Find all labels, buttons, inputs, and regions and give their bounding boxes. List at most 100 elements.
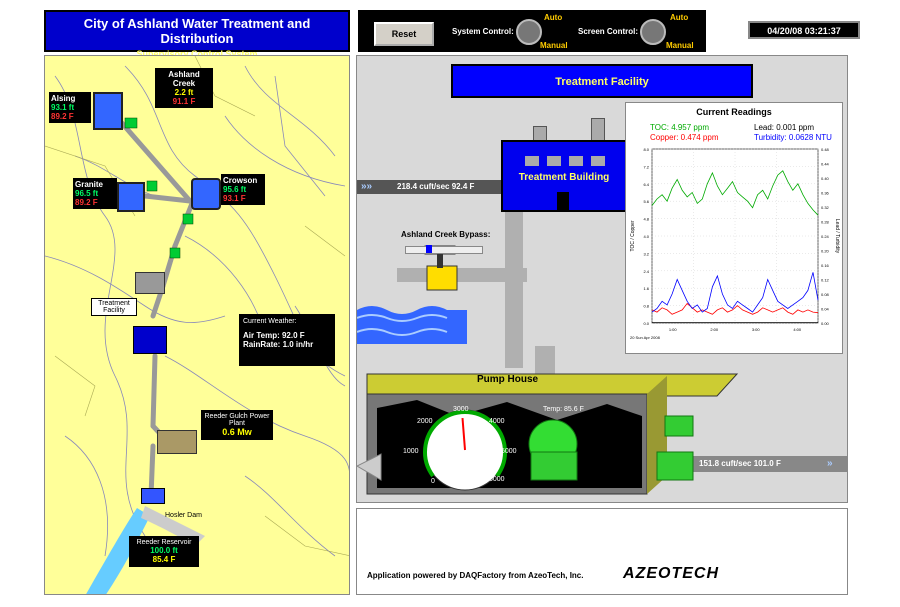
bypass-label: Ashland Creek Bypass: <box>401 230 491 239</box>
left-tick-label: 8.0 <box>643 147 649 152</box>
right-tick-label: 0.20 <box>821 249 830 254</box>
toc-reading: TOC: 4.957 ppm <box>650 123 709 132</box>
right-tick-label: 0.44 <box>821 162 830 167</box>
reset-button[interactable]: Reset <box>374 22 434 46</box>
left-tick-label: 4.8 <box>643 217 649 222</box>
series-line-toc <box>651 170 819 216</box>
left-axis-label: TOC / Copper <box>630 220 636 251</box>
left-tick-label: 3.2 <box>643 251 649 256</box>
gauge-tick: 4000 <box>489 418 505 425</box>
series-line-turbidity <box>651 272 819 313</box>
right-tick-label: 0.32 <box>821 205 830 210</box>
crowson-tank-icon[interactable] <box>191 178 221 210</box>
clock-display: 04/20/08 03:21:37 <box>748 21 860 39</box>
power-plant-name: Reeder Gulch Power Plant <box>204 413 270 427</box>
bypass-slider[interactable] <box>405 245 483 254</box>
inflow-readout: 218.4 cuft/sec 92.4 F <box>397 182 475 191</box>
right-tick-label: 0.08 <box>821 292 830 297</box>
alsing-readout: Alsing 93.1 ft 89.2 F <box>49 92 91 123</box>
left-tick-label: 0.0 <box>643 321 649 326</box>
pump-temp-readout: Temp: 85.6 F <box>543 406 584 413</box>
facility-panel: Treatment Facility <box>356 55 848 503</box>
right-axis-label: Lead / Turbidity <box>834 219 840 254</box>
alsing-tank-icon[interactable] <box>93 92 123 130</box>
gauge-tick: 3000 <box>453 406 469 413</box>
system-control-auto[interactable]: Auto <box>544 13 563 22</box>
left-tick-label: 2.4 <box>643 269 649 274</box>
pump-house-label: Pump House <box>477 374 539 385</box>
readings-chart-panel: Current Readings TOC: 4.957 ppm Lead: 0.… <box>625 102 843 354</box>
gauge-tick: 6000 <box>489 476 505 483</box>
right-tick-label: 0.40 <box>821 176 830 181</box>
weather-title: Current Weather: <box>243 318 297 325</box>
power-plant-readout: Reeder Gulch Power Plant 0.6 Mw <box>201 410 273 440</box>
bypass-slider-thumb[interactable] <box>426 245 432 253</box>
left-tick-label: 6.4 <box>643 182 649 187</box>
gauge-tick: 2000 <box>417 418 433 425</box>
power-plant-icon[interactable] <box>157 430 197 454</box>
dam-gate-icon[interactable] <box>141 488 165 504</box>
building-window-icon <box>591 156 605 166</box>
app-subtitle: Supervisory Control System <box>136 49 258 59</box>
gauge-readout: 2900.0 rpm <box>444 476 486 485</box>
screen-control-manual[interactable]: Manual <box>666 41 694 50</box>
facility-diagram <box>357 180 847 495</box>
reservoir-level: 100.0 ft <box>150 546 178 555</box>
inflow-arrow-icon: »» <box>361 181 373 192</box>
treatment-facility-label: Treatment Facility <box>91 298 137 316</box>
left-tick-label: 5.6 <box>643 199 649 204</box>
copper-reading: Copper: 0.474 ppm <box>650 133 719 142</box>
outflow-readout: 151.8 cuft/sec 101.0 F <box>699 459 781 468</box>
gauge-tick: 0 <box>431 478 435 485</box>
powered-by-text: Application powered by DAQFactory from A… <box>367 571 584 580</box>
ashland-creek-name: Ashland Creek <box>168 70 200 88</box>
system-control-manual[interactable]: Manual <box>540 41 568 50</box>
left-tick-label: 7.2 <box>643 164 649 169</box>
facility-title: Treatment Facility <box>451 64 753 98</box>
reservoir-readout: Reeder Reservoir 100.0 ft 85.4 F <box>129 536 199 567</box>
screen-control-auto[interactable]: Auto <box>670 13 689 22</box>
reservoir-name: Reeder Reservoir <box>136 539 192 546</box>
ashland-creek-readout: Ashland Creek 2.2 ft 91.1 F <box>155 68 213 108</box>
granite-level: 96.5 ft <box>75 189 99 198</box>
system-control-knob[interactable] <box>516 19 542 45</box>
weather-air-temp: Air Temp: 92.0 F <box>243 331 305 340</box>
treatment-building[interactable]: Treatment Building <box>501 140 627 212</box>
granite-name: Granite <box>75 180 104 189</box>
map-treatment-building-icon[interactable] <box>135 272 165 294</box>
map-treatment-facility-icon[interactable] <box>133 326 167 354</box>
lead-reading: Lead: 0.001 ppm <box>754 123 815 132</box>
left-tick-label: 0.8 <box>643 304 649 309</box>
date-label: 20 Sun Apr 2008 <box>630 335 661 340</box>
treatment-building-label: Treatment Building <box>518 172 610 183</box>
gauge-needle <box>461 418 466 451</box>
ashland-creek-level: 2.2 ft <box>174 88 194 97</box>
left-tick-label: 4.0 <box>643 234 649 239</box>
x-tick-label: 2:00 <box>710 327 719 332</box>
granite-temp: 89.2 F <box>75 198 98 207</box>
weather-panel: Current Weather: Air Temp: 92.0 F RainRa… <box>239 314 335 366</box>
terrain-map <box>45 56 349 594</box>
granite-tank-icon[interactable] <box>117 182 145 212</box>
gauge-tick: 5000 <box>501 448 517 455</box>
footer-panel: Application powered by DAQFactory from A… <box>356 508 848 595</box>
screen-control-knob[interactable] <box>640 19 666 45</box>
series-line-copper <box>651 302 819 315</box>
readings-chart: 8.07.26.45.64.84.03.22.41.60.80.00.480.4… <box>630 147 840 340</box>
crowson-temp: 93.1 F <box>223 194 246 203</box>
control-bar: Reset System Control: Auto Manual Screen… <box>358 10 706 52</box>
building-window-icon <box>569 156 583 166</box>
right-tick-label: 0.48 <box>821 147 830 152</box>
right-tick-label: 0.28 <box>821 220 830 225</box>
alsing-level: 93.1 ft <box>51 103 75 112</box>
crowson-readout: Crowson 95.6 ft 93.1 F <box>221 174 265 205</box>
system-control-label: System Control: <box>452 27 514 36</box>
reservoir-temp: 85.4 F <box>152 555 176 564</box>
alsing-name: Alsing <box>51 94 76 103</box>
dam-label: Hosler Dam <box>165 512 202 519</box>
building-window-icon <box>547 156 561 166</box>
right-tick-label: 0.04 <box>821 307 830 312</box>
crowson-level: 95.6 ft <box>223 185 247 194</box>
weather-rain-rate: RainRate: 1.0 in/hr <box>243 340 314 349</box>
x-tick-label: 3:00 <box>752 327 761 332</box>
